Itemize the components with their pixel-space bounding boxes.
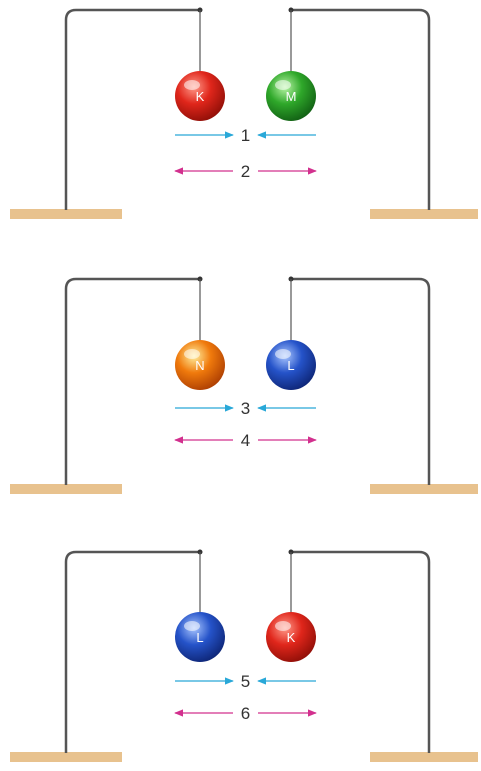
panel-1: K M 1 2 bbox=[10, 7, 478, 219]
right-stand bbox=[291, 277, 431, 485]
repulsion-label: 2 bbox=[241, 162, 250, 181]
panel-3: L K 5 6 bbox=[10, 549, 478, 762]
right-stand bbox=[291, 550, 431, 753]
right-base bbox=[370, 209, 478, 219]
repulsion-label: 4 bbox=[241, 431, 250, 450]
attraction-label: 3 bbox=[241, 399, 250, 418]
attraction-label: 1 bbox=[241, 126, 250, 145]
sphere-left-label: K bbox=[196, 89, 205, 104]
left-base bbox=[10, 484, 122, 494]
left-base bbox=[10, 209, 122, 219]
attraction-label: 5 bbox=[241, 672, 250, 691]
sphere-right-label: M bbox=[286, 89, 297, 104]
left-stand bbox=[64, 8, 200, 210]
sphere-highlights bbox=[184, 80, 291, 631]
left-stand bbox=[64, 550, 200, 753]
sphere-right-label: L bbox=[287, 358, 294, 373]
repulsion-label: 6 bbox=[241, 704, 250, 723]
panel-2: N L 3 4 bbox=[10, 276, 478, 494]
right-base bbox=[370, 752, 478, 762]
left-stand bbox=[64, 277, 200, 485]
right-stand bbox=[291, 8, 431, 210]
left-base bbox=[10, 752, 122, 762]
right-base bbox=[370, 484, 478, 494]
sphere-left-label: L bbox=[196, 630, 203, 645]
sphere-right-label: K bbox=[287, 630, 296, 645]
sphere-left-label: N bbox=[195, 358, 204, 373]
